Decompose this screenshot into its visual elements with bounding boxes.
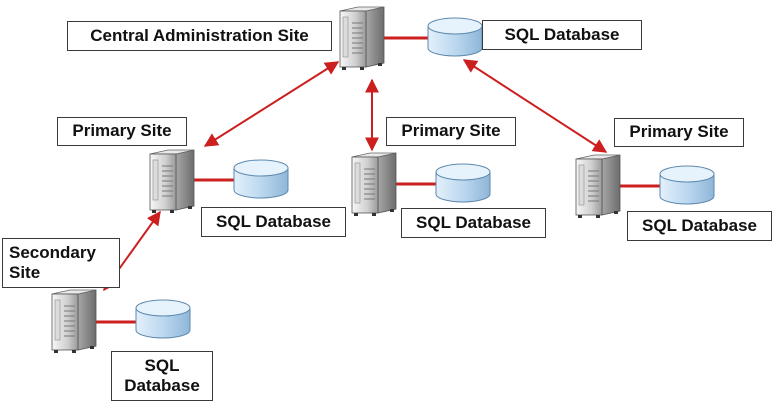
arrow-cas-primary-left bbox=[203, 61, 340, 147]
primary-right-database-icon bbox=[659, 165, 715, 205]
primary-mid-server-icon bbox=[351, 152, 397, 217]
secondary-label: Secondary Site bbox=[2, 238, 120, 288]
primary-left-server-icon bbox=[149, 149, 195, 214]
primary-left-db-label: SQL Database bbox=[201, 207, 346, 237]
primary-right-db-label: SQL Database bbox=[627, 211, 772, 241]
secondary-database-icon bbox=[135, 299, 191, 339]
cas-server-icon bbox=[339, 6, 385, 71]
primary-mid-db-label: SQL Database bbox=[401, 208, 546, 238]
primary-mid-label: Primary Site bbox=[386, 117, 516, 146]
cas-db-label: SQL Database bbox=[482, 20, 642, 50]
primary-right-label: Primary Site bbox=[614, 118, 744, 147]
primary-right-server-icon bbox=[575, 154, 621, 219]
cas-label: Central Administration Site bbox=[67, 21, 332, 51]
primary-left-database-icon bbox=[233, 159, 289, 199]
secondary-db-label: SQL Database bbox=[111, 351, 213, 401]
primary-left-label: Primary Site bbox=[57, 117, 187, 146]
arrow-cas-primary-right bbox=[462, 59, 608, 153]
db-connections bbox=[96, 36, 662, 324]
primary-mid-database-icon bbox=[435, 163, 491, 203]
cas-database-icon bbox=[427, 17, 483, 57]
secondary-server-icon bbox=[51, 289, 97, 354]
